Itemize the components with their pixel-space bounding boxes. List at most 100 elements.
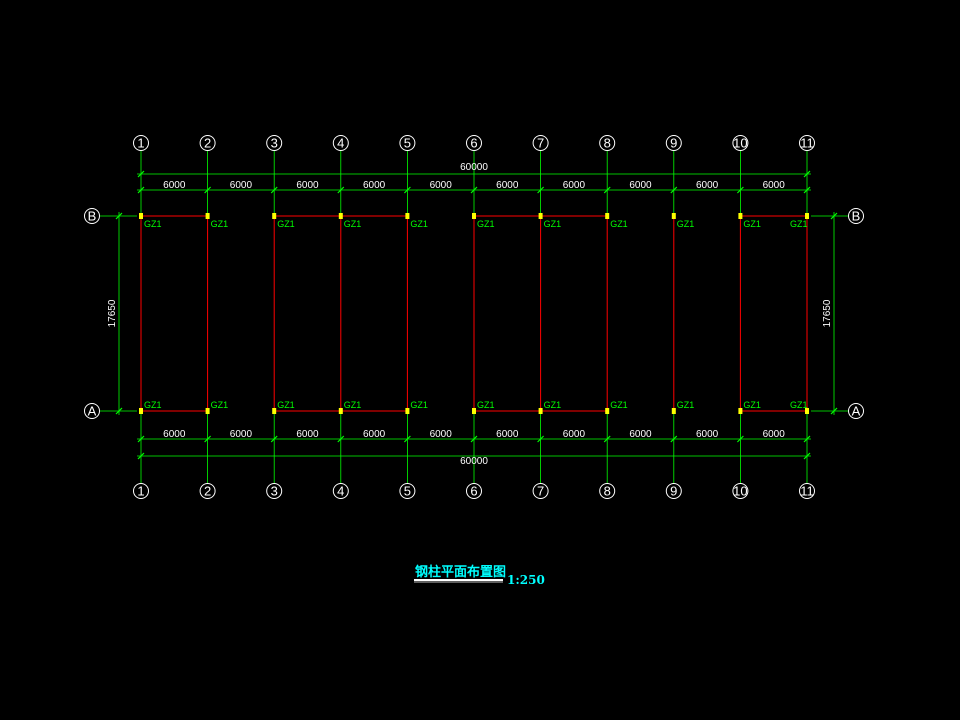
total-dim-tick-end-bottom [803,452,811,460]
axis-bubble-label: 8 [604,484,611,499]
column-label: GZ1 [477,219,495,229]
axis-bubble-bottom-3: 3 [266,483,283,499]
span-dimension-label-left: 17650 [107,299,118,327]
column-label: GZ1 [477,400,495,410]
total-dim-tick-start-bottom [137,452,145,460]
bay-dimension-label-top-5: 6000 [430,180,453,191]
axis-bubble-label: 1 [137,484,144,499]
axis-bubble-label: 10 [733,136,747,151]
axis-bubble-label: 9 [670,484,677,499]
column-label: GZ1 [610,219,628,229]
steel-column-B-5: GZ1 [405,213,428,229]
bay-dimension-label-bottom-8: 6000 [629,429,652,440]
column-label: GZ1 [344,400,362,410]
steel-column-B-10: GZ1 [738,213,761,229]
column-marker [472,408,476,414]
axis-bubble-circle [599,135,616,151]
column-label: GZ1 [743,219,761,229]
axis-bubble-top-5: 5 [399,135,416,151]
axis-bubble-circle [199,135,216,151]
bay-dimension-label-top-10: 6000 [763,180,786,191]
axis-bubble-label: 9 [670,136,677,151]
column-label: GZ1 [211,219,229,229]
axis-bubble-label: 6 [470,136,477,151]
bay-dim-tick-top-7 [537,186,545,194]
column-marker [805,213,809,219]
steel-column-A-9: GZ1 [671,400,694,414]
bay-dim-tick-top-2 [204,186,212,194]
axis-bubble-label: 11 [800,484,814,499]
axis-bubble-circle [466,483,482,499]
column-label: GZ1 [211,400,229,410]
column-marker [738,213,743,219]
axis-bubble-circle [599,483,616,499]
axis-bubble-bottom-9: 9 [665,483,682,499]
axis-bubble-label: 3 [271,484,278,499]
axis-bubble-top-4: 4 [332,135,349,151]
bay-dim-tick-top-5 [403,186,411,194]
bay-dim-tick-top-10 [736,186,744,194]
axis-bubble-circle [732,135,749,151]
steel-column-B-9: GZ1 [671,213,695,229]
axis-bubble-bottom-5: 5 [399,483,416,499]
bay-dim-tick-top-8 [603,186,611,194]
grid-lines [140,215,808,412]
axis-bubble-circle [848,208,864,224]
column-label: GZ1 [144,400,162,410]
column-label: GZ1 [677,219,695,229]
bay-dimension-label-bottom-2: 6000 [230,429,253,440]
axis-bubble-top-3: 3 [266,135,283,151]
axis-bubble-top-10: 10 [732,135,749,151]
steel-column-A-4: GZ1 [338,400,362,414]
axis-bubble-B-right: B [848,208,864,224]
bay-dimension-label-bottom-4: 6000 [363,429,386,440]
column-label: GZ1 [790,400,808,410]
axis-bubble-circle [732,483,749,499]
bay-dimension-label-top-3: 6000 [296,180,319,191]
bay-dimension-label-top-6: 6000 [496,180,519,191]
bay-dim-tick-top-4 [337,186,345,194]
column-label: GZ1 [344,219,362,229]
column-label: GZ1 [277,400,295,410]
steel-column-A-8: GZ1 [605,400,628,414]
axis-bubble-label: 8 [604,136,611,151]
axis-bubble-label: 10 [733,484,747,499]
axis-bubble-A-left: A [84,403,100,419]
column-label: GZ1 [410,400,428,410]
total-dimension-label-bottom: 60000 [460,456,488,467]
column-marker [738,408,743,414]
axis-bubble-label: 7 [537,136,544,151]
bay-dim-tick-bottom-1 [137,435,145,443]
dimension-lines [100,151,848,483]
axis-bubble-label: 5 [404,136,411,151]
bay-dimension-label-bottom-7: 6000 [563,429,586,440]
axis-bubble-bottom-6: 6 [466,483,482,499]
axis-bubble-circle [799,483,815,499]
column-marker [205,213,210,219]
axis-bubble-circle [532,483,549,499]
total-dim-tick-start-top [137,170,145,178]
column-marker [205,408,210,414]
axis-bubble-circle [332,135,349,151]
axis-bubble-label: 6 [470,484,477,499]
bay-dim-tick-top-9 [670,186,678,194]
column-marker [538,213,543,219]
column-marker [405,213,410,219]
steel-column-B-6: GZ1 [472,213,495,229]
total-dimension-label-top: 60000 [460,162,488,173]
steel-column-B-1: GZ1 [139,213,162,229]
axis-bubble-top-2: 2 [199,135,216,151]
axis-bubble-circle [266,483,283,499]
bay-dim-tick-bottom-3 [270,435,278,443]
column-marker [605,213,610,219]
bay-dim-tick-bottom-2 [204,435,212,443]
column-label: GZ1 [277,219,295,229]
column-marker [538,408,543,414]
axis-bubble-label: B [852,209,861,224]
axis-bubble-label: 3 [271,136,278,151]
axis-bubble-bottom-2: 2 [199,483,216,499]
bay-dimension-label-bottom-5: 6000 [430,429,453,440]
column-label: GZ1 [610,400,628,410]
axis-bubble-bottom-10: 10 [732,483,749,499]
